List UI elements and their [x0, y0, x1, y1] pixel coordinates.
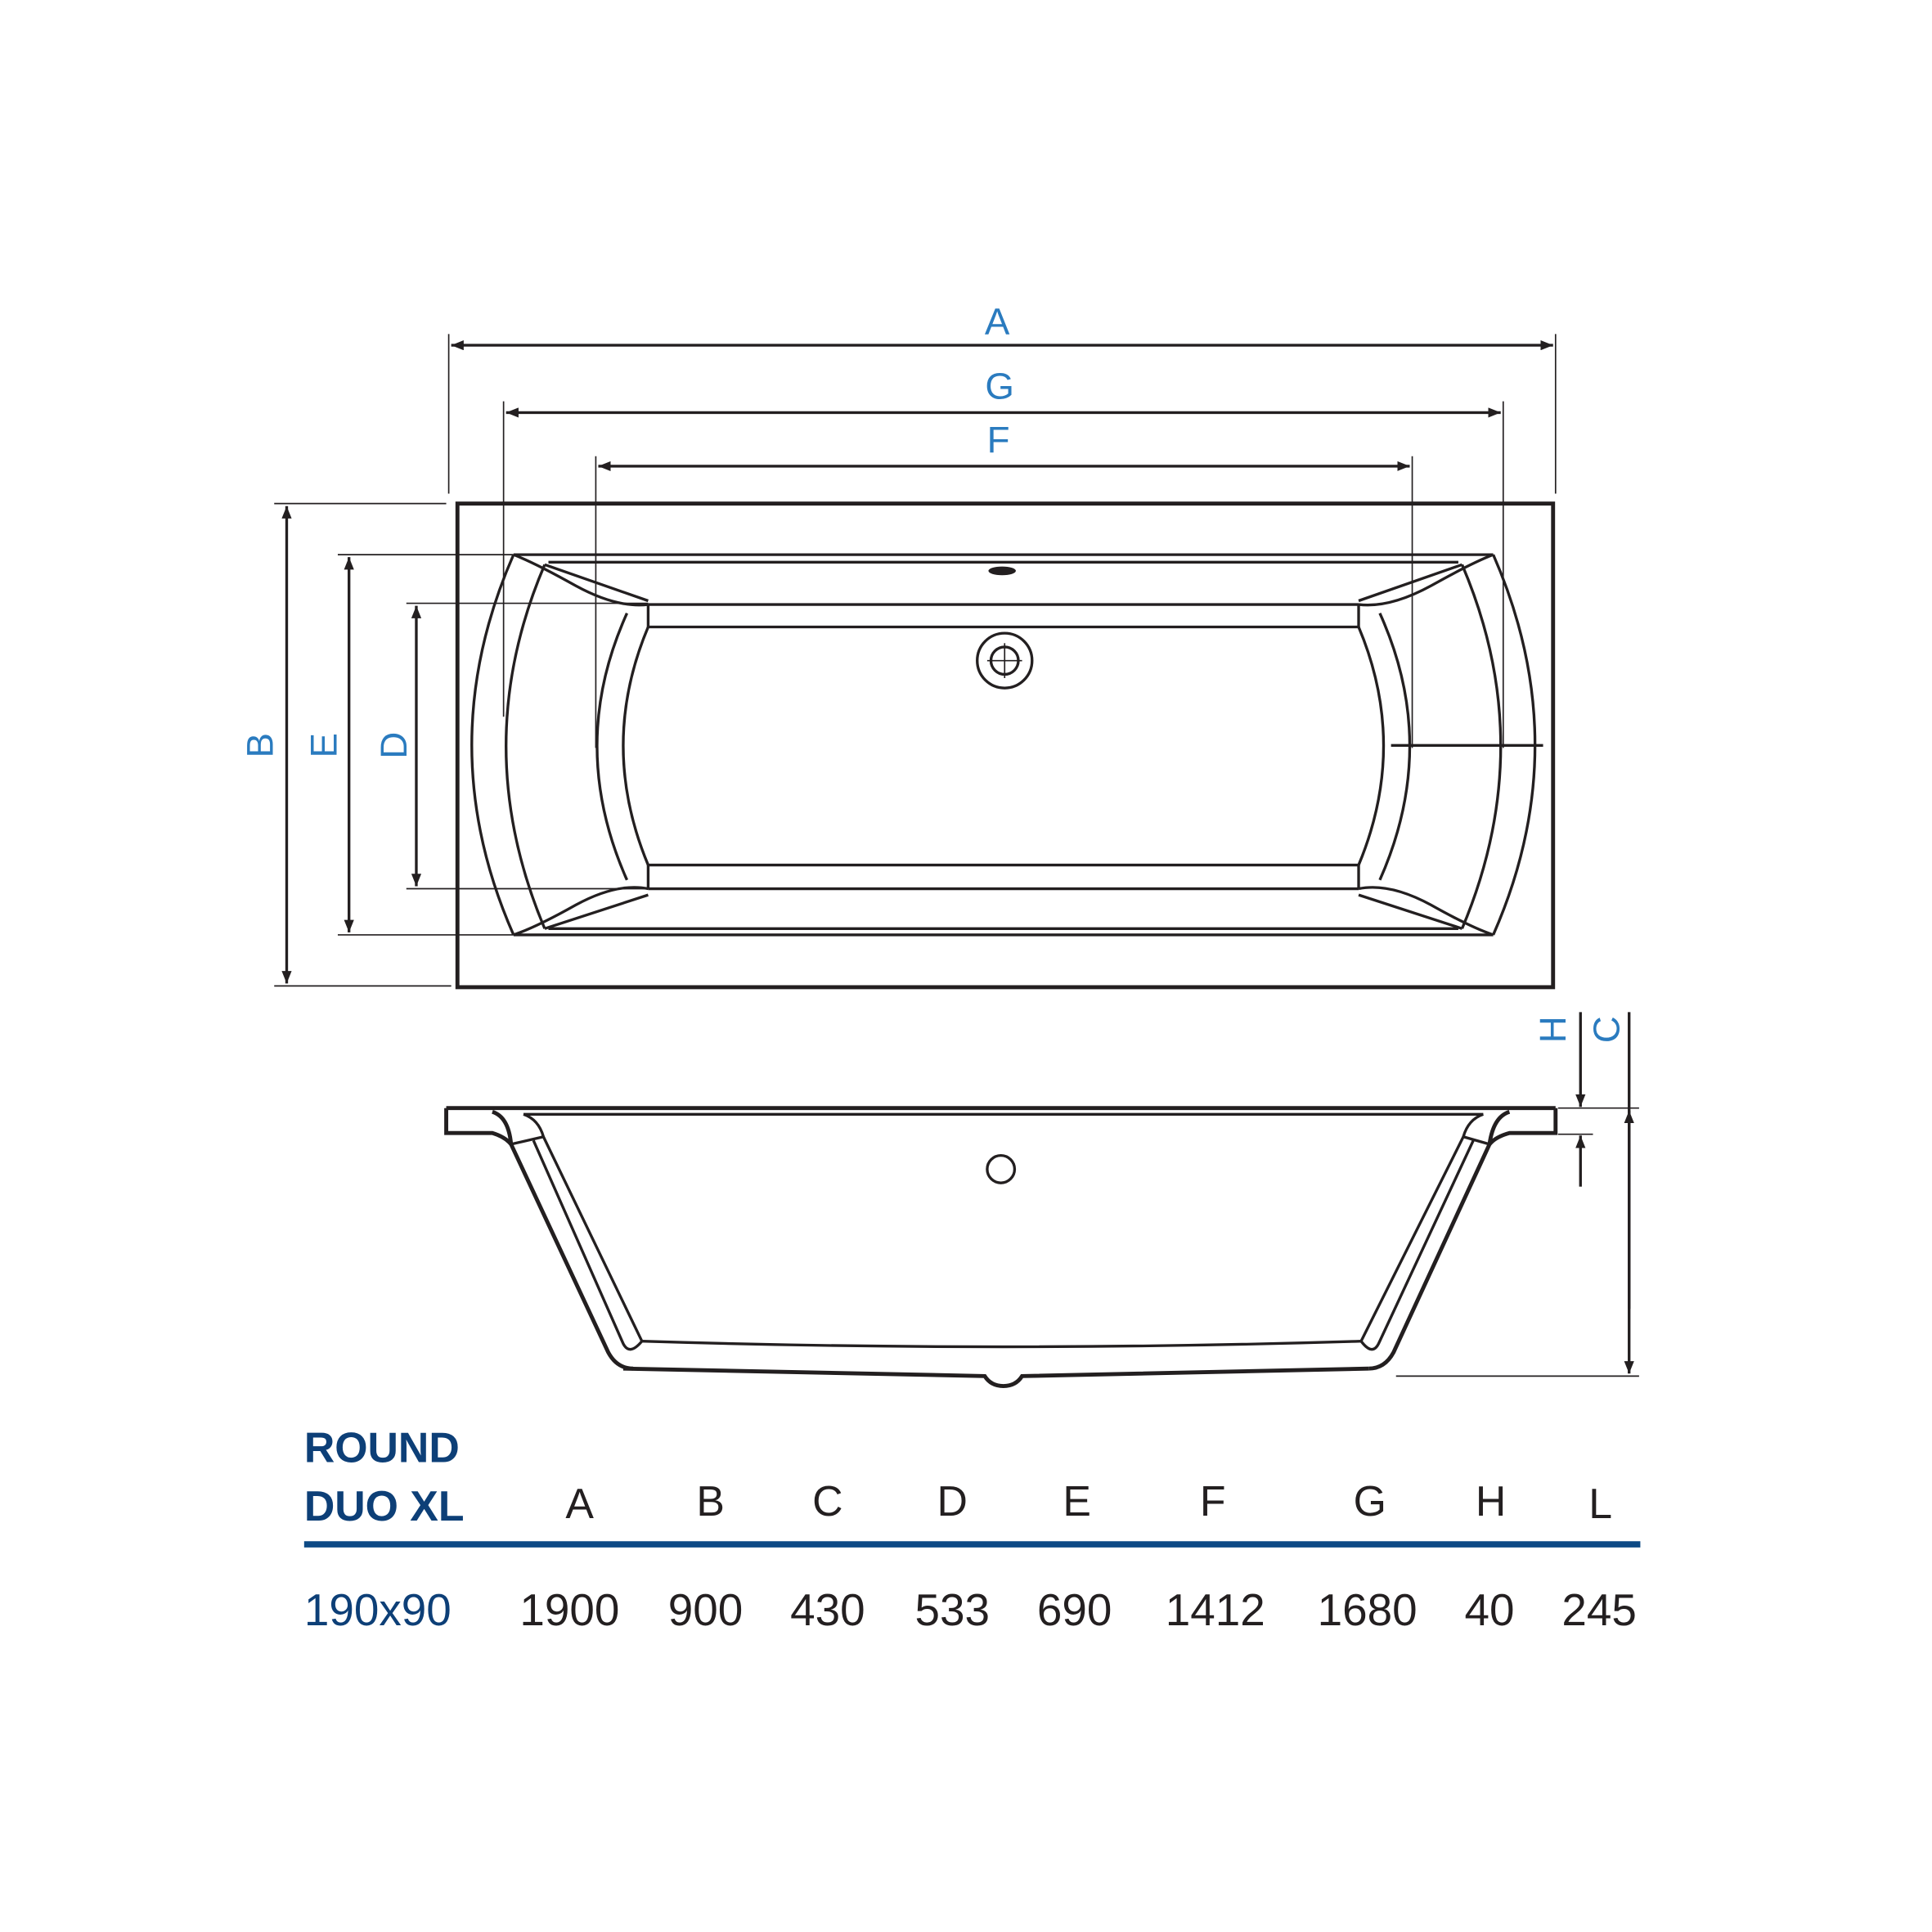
- dim-label-d: D: [373, 732, 415, 759]
- value-b: 900: [668, 1584, 744, 1635]
- dim-label-b: B: [240, 733, 281, 757]
- dimension-b: B: [240, 502, 452, 987]
- table-row: 190x90 1900 900 430 533 690 1412 1680 40…: [304, 1584, 1637, 1635]
- table-title-line2: DUO XL: [304, 1482, 465, 1530]
- dimension-f: F: [595, 419, 1413, 748]
- dimension-table: ROUND DUO XL A B C D E F G H L 190x90 19…: [303, 1424, 1641, 1635]
- value-f: 1412: [1166, 1584, 1265, 1635]
- side-view: H C: [444, 1012, 1639, 1388]
- table-title-line1: ROUND: [304, 1424, 460, 1471]
- value-a: 1900: [519, 1584, 619, 1635]
- column-header-b: B: [696, 1477, 725, 1525]
- value-h: 40: [1465, 1584, 1515, 1635]
- drain-icon: [976, 631, 1034, 690]
- value-g: 1680: [1318, 1584, 1418, 1635]
- column-header-g: G: [1354, 1477, 1386, 1525]
- side-overflow-icon: [986, 1153, 1017, 1184]
- value-l: 245: [1561, 1584, 1637, 1635]
- column-header-d: D: [937, 1477, 968, 1525]
- value-c: 430: [790, 1584, 865, 1635]
- dim-label-a: A: [985, 300, 1010, 342]
- value-e: 690: [1037, 1584, 1112, 1635]
- dimension-d: D: [373, 602, 649, 890]
- column-header-h: H: [1476, 1477, 1506, 1525]
- top-view: A G F B E: [240, 300, 1557, 990]
- dim-label-f: F: [987, 419, 1010, 461]
- dimension-c: C: [1395, 1012, 1639, 1377]
- side-rim-left: [444, 1108, 513, 1146]
- dim-label-g: G: [985, 366, 1014, 407]
- dimension-a: A: [447, 300, 1557, 494]
- column-header-l: L: [1588, 1480, 1612, 1527]
- dimension-e: E: [303, 554, 514, 936]
- column-header-f: F: [1200, 1477, 1226, 1525]
- value-d: 533: [914, 1584, 990, 1635]
- dim-label-h: H: [1532, 1016, 1574, 1043]
- dim-label-c: C: [1586, 1016, 1628, 1043]
- column-header-a: A: [565, 1480, 594, 1527]
- column-header-e: E: [1063, 1477, 1091, 1525]
- tub-outer-rim: [455, 501, 1556, 990]
- dimension-h: H: [1532, 1012, 1639, 1187]
- overflow-icon: [988, 566, 1016, 576]
- dim-label-e: E: [303, 733, 344, 757]
- row-model: 190x90: [304, 1584, 452, 1635]
- column-header-c: C: [812, 1477, 842, 1525]
- dimension-g: G: [502, 366, 1504, 748]
